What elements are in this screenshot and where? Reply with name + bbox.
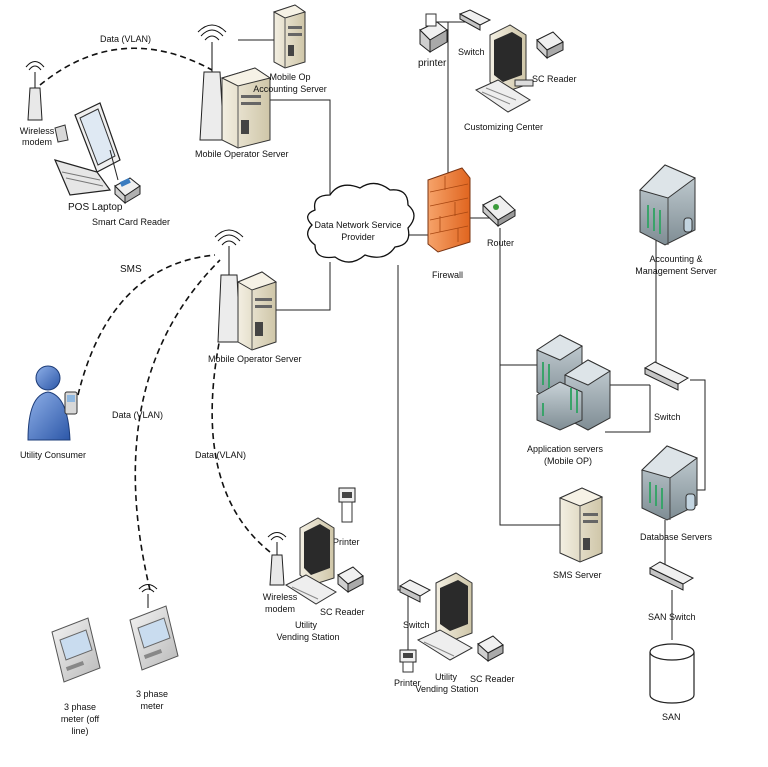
wireless-link-data-vlan-left — [134, 259, 221, 591]
mobile-operator-server-top: Mobile Operator Server — [195, 24, 289, 159]
customizing-center-pc: Customizing Center — [464, 24, 543, 132]
meter-off-line: 3 phase meter (off line) — [51, 617, 101, 736]
cloud-label-line1: Data Network Service — [314, 220, 401, 230]
application-servers: Application servers (Mobile OP) — [527, 334, 612, 466]
utility-consumer: Utility Consumer — [20, 365, 86, 460]
link-app-switch-2 — [605, 385, 651, 433]
sc-reader-vs1-label: SC Reader — [320, 607, 365, 617]
sc-reader-vs2-label: SC Reader — [470, 674, 515, 684]
smart-card-reader-label: Smart Card Reader — [92, 217, 170, 227]
mobile-operator-server-top-label: Mobile Operator Server — [195, 149, 289, 159]
link-firewall-switch — [447, 21, 470, 175]
router-label: Router — [487, 238, 514, 248]
wireless-modem-top-label-1: Wireless — [20, 126, 55, 136]
utility-vending-station-1-pc: Utility Vending Station — [276, 517, 340, 642]
data-network-service-provider: Data Network Service Provider — [307, 182, 415, 263]
wireless-link-sms — [77, 254, 216, 396]
switch-right: Switch — [643, 361, 690, 422]
san-switch-label: SAN Switch — [648, 612, 696, 622]
san-storage: SAN — [649, 643, 695, 722]
utility-vending-station-1-label-1: Utility — [295, 620, 317, 630]
connection-lines — [270, 21, 706, 650]
sms-label: SMS — [120, 264, 142, 275]
link-server-top-cloud — [270, 99, 331, 205]
san-switch: SAN Switch — [648, 561, 696, 622]
wireless-modem-top-label-2: modem — [22, 137, 52, 147]
router: Router — [482, 195, 516, 248]
printer-vs2-label: Printer — [394, 678, 421, 688]
switch-vs2: Switch — [398, 579, 432, 630]
database-servers-label: Database Servers — [640, 532, 713, 542]
sc-reader-vs2: SC Reader — [470, 635, 515, 684]
smart-card-reader: Smart Card Reader — [92, 149, 170, 227]
wireless-link-data-vlan-top — [39, 47, 213, 86]
sms-server-label: SMS Server — [553, 570, 602, 580]
cloud-label-line2: Provider — [341, 232, 375, 242]
utility-vending-station-1-label-2: Vending Station — [276, 632, 339, 642]
printer-vs1-label: Printer — [333, 537, 360, 547]
application-servers-label-2: (Mobile OP) — [544, 456, 592, 466]
san-label: SAN — [662, 712, 681, 722]
data-vlan-left-label: Data (VLAN) — [112, 410, 163, 420]
link-cloud-vs2 — [397, 265, 405, 591]
link-server-mid-cloud — [275, 262, 331, 311]
printer-top-label: printer — [418, 58, 447, 69]
sc-reader-vs1: SC Reader — [320, 566, 365, 617]
mobile-op-accounting-server: Mobile Op Accounting Server — [253, 4, 327, 94]
mobile-operator-server-mid: Mobile Operator Server — [208, 229, 302, 364]
printer-vs1: Printer — [333, 487, 360, 547]
application-servers-label-1: Application servers — [527, 444, 604, 454]
database-servers: Database Servers — [640, 445, 713, 542]
switch-vs2-label: Switch — [403, 620, 430, 630]
link-router-sms — [499, 228, 560, 526]
utility-vending-station-2-label-1: Utility — [435, 672, 457, 682]
meter-off-line-label-3: line) — [71, 726, 88, 736]
switch-right-label: Switch — [654, 412, 681, 422]
meter-label-2: meter — [140, 701, 163, 711]
wireless-links — [39, 47, 271, 591]
switch-top: Switch — [458, 9, 492, 57]
firewall-label: Firewall — [432, 270, 463, 280]
accounting-management-server-label-1: Accounting & — [649, 254, 702, 264]
meter-label-1: 3 phase — [136, 689, 168, 699]
wireless-modem-vs1: Wireless modem — [263, 532, 298, 614]
meter-off-line-label-1: 3 phase — [64, 702, 96, 712]
data-vlan-top-label: Data (VLAN) — [100, 34, 151, 44]
mobile-op-accounting-server-label-2: Accounting Server — [253, 84, 327, 94]
wireless-modem-vs1-label-1: Wireless — [263, 592, 298, 602]
accounting-management-server: Accounting & Management Server — [635, 164, 717, 276]
sms-server: SMS Server — [553, 487, 604, 580]
printer-top: printer — [418, 13, 448, 69]
wireless-modem-vs1-label-2: modem — [265, 604, 295, 614]
customizing-center-label: Customizing Center — [464, 122, 543, 132]
pos-laptop-label: POS Laptop — [68, 202, 123, 213]
switch-top-label: Switch — [458, 47, 485, 57]
sc-reader-top: SC Reader — [532, 31, 577, 84]
printer-vs2: Printer — [394, 649, 421, 688]
mobile-operator-server-mid-label: Mobile Operator Server — [208, 354, 302, 364]
firewall: Firewall — [427, 167, 471, 280]
wireless-modem-top: Wireless modem — [20, 61, 55, 147]
utility-vending-station-2-pc: Utility Vending Station — [415, 572, 479, 694]
meter-off-line-label-2: meter (off — [61, 714, 100, 724]
utility-consumer-label: Utility Consumer — [20, 450, 86, 460]
accounting-management-server-label-2: Management Server — [635, 266, 717, 276]
pos-laptop: POS Laptop — [53, 102, 123, 213]
sc-reader-top-label: SC Reader — [532, 74, 577, 84]
utility-vending-station-2-label-2: Vending Station — [415, 684, 478, 694]
meter: 3 phase meter — [129, 584, 179, 711]
data-vlan-mid-label: Data (VLAN) — [195, 450, 246, 460]
mobile-op-accounting-server-label-1: Mobile Op — [269, 72, 310, 82]
